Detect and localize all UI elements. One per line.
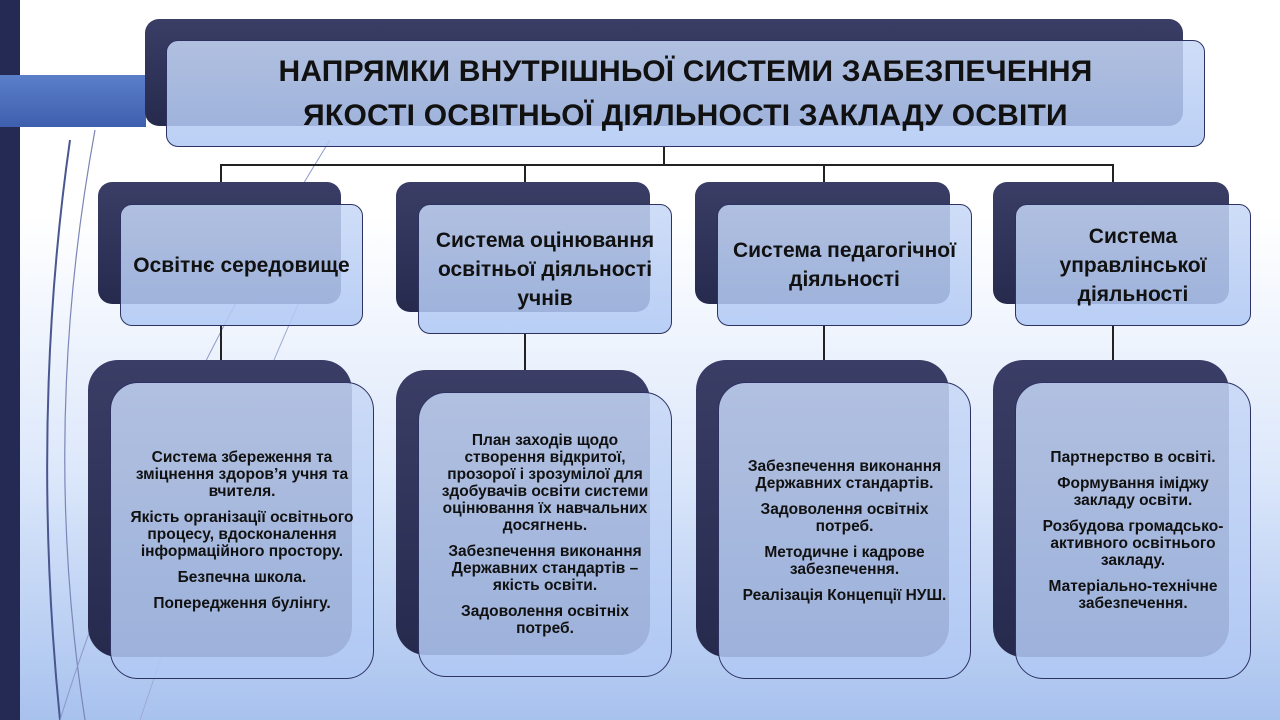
title-line-2: ЯКОСТІ ОСВІТНЬОЇ ДІЯЛЬНОСТІ ЗАКЛАДУ ОСВІ… (303, 98, 1068, 132)
connector-detail-4 (1112, 326, 1114, 382)
connector-detail-2 (524, 334, 526, 396)
detail-pedagogical: Забезпечення виконання Державних стандар… (718, 382, 971, 679)
detail-assessment: План заходів щодо створення відкритої, п… (418, 392, 672, 677)
detail-item: Реалізація Концепції НУШ. (742, 586, 947, 604)
detail-item: Методичне і кадрове забезпечення. (764, 543, 925, 578)
connector-detail-1 (220, 326, 222, 382)
left-accent-block (0, 75, 146, 127)
left-decor-bar (0, 0, 20, 720)
category-management: Система управлінської діяльності (1015, 204, 1251, 326)
detail-item: Розбудова громадсько-активного освітньог… (1042, 518, 1224, 569)
detail-item: Система збереження та зміцнення здоров’я… (135, 449, 349, 500)
detail-item: План заходів щодо створення відкритої, п… (441, 432, 649, 534)
detail-item: Забезпечення виконання Державних стандар… (747, 457, 942, 492)
connector-detail-3 (823, 326, 825, 382)
detail-item: Формування іміджу закладу освіти. (1057, 475, 1209, 509)
detail-item: Партнерство в освіті. (1050, 449, 1216, 466)
detail-item: Безпечна школа. (177, 569, 307, 586)
category-pedagogical: Система педагогічної діяльності (717, 204, 972, 326)
category-assessment: Система оцінювання освітньої діяльності … (418, 204, 672, 334)
detail-item: Якість організації освітнього процесу, в… (130, 509, 354, 560)
title-line-1: НАПРЯМКИ ВНУТРІШНЬОЇ СИСТЕМИ ЗАБЕЗПЕЧЕНН… (278, 54, 1093, 88)
detail-item: Задоволення освітніх потреб. (760, 500, 929, 535)
connector-horizontal (220, 164, 1113, 166)
category-label: Освітнє середовище (133, 253, 350, 277)
category-environment: Освітнє середовище (120, 204, 363, 326)
detail-item: Матеріально-технічне забезпечення. (1048, 578, 1218, 612)
detail-item: Попередження булінгу. (153, 595, 331, 612)
detail-environment: Система збереження та зміцнення здоров’я… (110, 382, 374, 679)
category-label: Система оцінювання освітньої діяльності … (435, 228, 655, 310)
detail-item: Забезпечення виконання Державних стандар… (448, 543, 642, 594)
category-label: Система педагогічної діяльності (732, 239, 957, 291)
connector-title-down (663, 146, 665, 164)
diagram-title: НАПРЯМКИ ВНУТРІШНЬОЇ СИСТЕМИ ЗАБЕЗПЕЧЕНН… (166, 40, 1205, 147)
category-label: Система управлінської діяльності (1059, 224, 1207, 306)
detail-item: Задоволення освітніх потреб. (461, 603, 629, 637)
detail-management: Партнерство в освіті. Формування іміджу … (1015, 382, 1251, 679)
